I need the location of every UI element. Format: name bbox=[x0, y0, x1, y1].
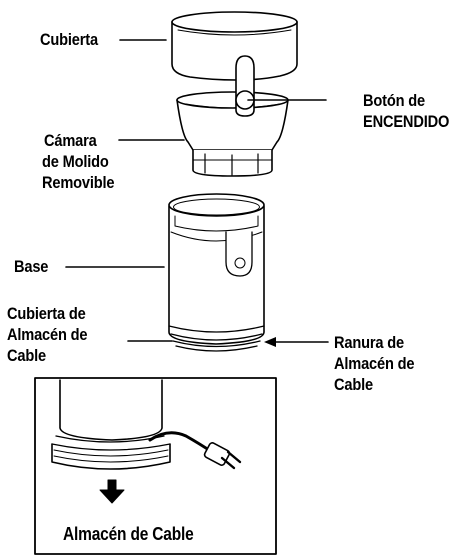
label-on-button-line2: ENCENDIDO bbox=[363, 112, 450, 131]
inset-box bbox=[34, 377, 277, 555]
label-cord-cover-line2: Almacén de bbox=[7, 325, 88, 344]
label-cord-slot-line2: Almacén de bbox=[334, 354, 415, 373]
label-chamber-line2: de Molido bbox=[42, 152, 109, 171]
base-part bbox=[168, 193, 265, 352]
label-cover: Cubierta bbox=[40, 30, 98, 49]
label-cord-slot-line3: Cable bbox=[334, 375, 373, 394]
down-arrow-icon bbox=[99, 479, 125, 504]
label-on-button-line1: Botón de bbox=[363, 91, 425, 110]
inset-caption: Almacén de Cable bbox=[63, 524, 194, 544]
label-base: Base bbox=[14, 257, 49, 276]
leader-lines bbox=[65, 39, 329, 347]
label-chamber-line1: Cámara bbox=[44, 131, 97, 150]
label-chamber-line3: Removible bbox=[42, 173, 115, 192]
label-cord-slot-line1: Ranura de bbox=[334, 333, 404, 352]
label-cord-cover-line1: Cubierta de bbox=[7, 304, 86, 323]
label-cord-cover-line3: Cable bbox=[7, 346, 46, 365]
cover-part bbox=[171, 11, 298, 81]
on-button-part bbox=[235, 55, 255, 117]
arrowhead-cord-slot bbox=[264, 337, 276, 347]
grinding-chamber-part bbox=[176, 91, 289, 177]
